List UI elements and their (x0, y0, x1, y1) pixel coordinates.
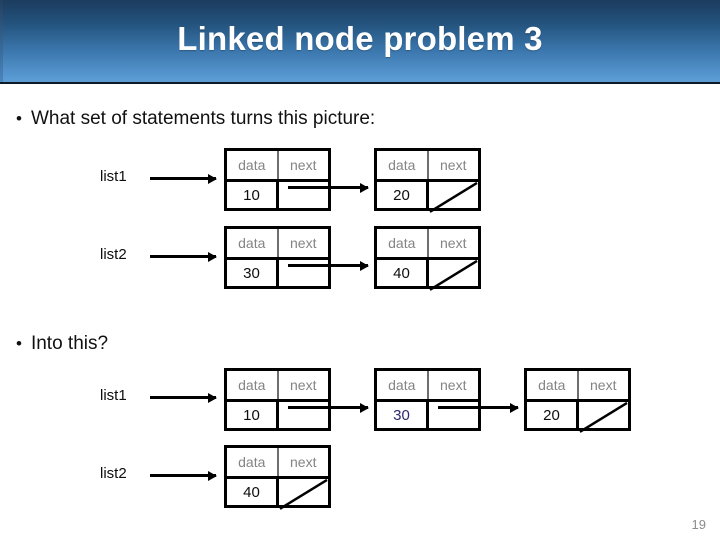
node-header-next: next (440, 235, 467, 251)
list-label-list2-before: list2 (100, 246, 127, 263)
node-header-next: next (590, 377, 617, 393)
node-data-value: 20 (377, 182, 429, 208)
node-next-null-cell (429, 259, 478, 291)
node-next-null-cell (579, 401, 628, 433)
bullet-text: Into this? (30, 333, 109, 354)
null-slash-icon (429, 181, 478, 213)
node-after-r1-n3: data next 20 (524, 368, 631, 433)
node-header-next: next (290, 454, 317, 470)
node-before-r2-n2: data next 40 (374, 226, 481, 291)
node-next-null-cell (279, 478, 328, 510)
page-number: 19 (691, 517, 706, 532)
pointer-arrow-list1-to-node1-after (150, 392, 217, 403)
node-header-next: next (440, 157, 467, 173)
pointer-arrow-node1-to-node2-after (288, 402, 369, 413)
node-header-data: data (527, 371, 579, 399)
node-data-value: 10 (227, 182, 279, 208)
node-header-data: data (227, 229, 279, 257)
node-data-value: 30 (377, 402, 429, 428)
node-data-value: 10 (227, 402, 279, 428)
node-data-value: 30 (227, 260, 279, 286)
node-before-r1-n2: data next 20 (374, 148, 481, 213)
node-header-data: data (377, 371, 429, 399)
node-header-data: data (227, 448, 279, 476)
pointer-arrow-node1-to-node2-before-r1 (288, 182, 369, 193)
node-header-data: data (227, 151, 279, 179)
pointer-arrow-node2-to-node3-after (438, 402, 519, 413)
node-data-value: 20 (527, 402, 579, 428)
bullet-item-answer-prompt: • Into this? (16, 333, 108, 355)
node-header-next: next (290, 235, 317, 251)
node-header-next: next (290, 377, 317, 393)
page-title: Linked node problem 3 (177, 20, 543, 57)
pointer-arrow-list2-to-node1-after (150, 470, 217, 481)
bullet-item-question: • What set of statements turns this pictu… (16, 108, 375, 130)
node-header-data: data (377, 151, 429, 179)
node-header-next: next (290, 157, 317, 173)
node-header-data: data (377, 229, 429, 257)
node-header-next: next (440, 377, 467, 393)
node-data-value: 40 (227, 479, 279, 505)
list-label-list1-after: list1 (100, 387, 127, 404)
bullet-marker-icon: • (16, 109, 22, 128)
node-after-r2-n1: data next 40 (224, 445, 331, 510)
pointer-arrow-node1-to-node2-before-r2 (288, 260, 369, 271)
null-slash-icon (579, 401, 628, 433)
node-next-null-cell (429, 181, 478, 213)
node-before-r1-n1: data next 10 (224, 148, 331, 211)
pointer-arrow-list2-to-node1-before (150, 251, 217, 262)
node-after-r1-n1: data next 10 (224, 368, 331, 431)
node-header-data: data (227, 371, 279, 399)
bullet-marker-icon: • (16, 334, 22, 353)
null-slash-icon (429, 259, 478, 291)
bullet-text: What set of statements turns this pictur… (30, 108, 376, 129)
node-data-value: 40 (377, 260, 429, 286)
node-after-r1-n2: data next 30 (374, 368, 481, 431)
pointer-arrow-list1-to-node1-before (150, 173, 217, 184)
list-label-list1-before: list1 (100, 168, 127, 185)
slide-title-banner: Linked node problem 3 (0, 0, 720, 84)
null-slash-icon (279, 478, 328, 510)
list-label-list2-after: list2 (100, 465, 127, 482)
node-before-r2-n1: data next 30 (224, 226, 331, 289)
